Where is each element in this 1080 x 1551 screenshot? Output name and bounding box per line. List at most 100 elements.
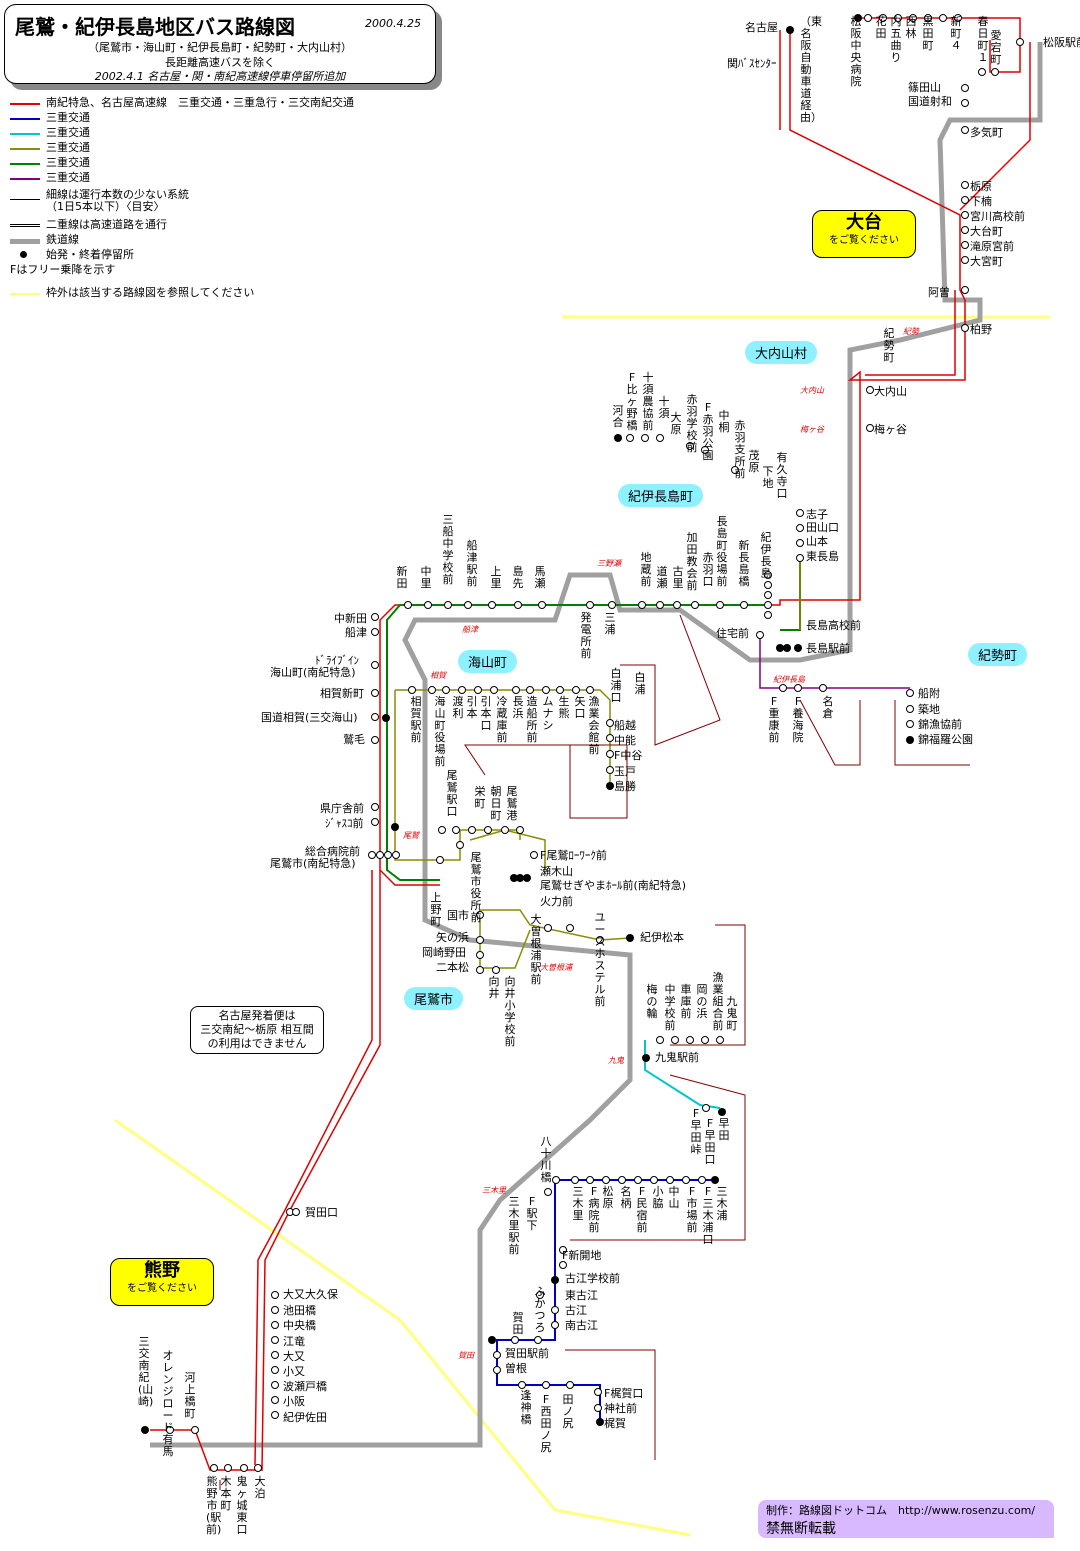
bus-stop-marker[interactable] [961,196,969,204]
bus-stop-marker[interactable] [408,686,416,694]
bus-stop-marker[interactable] [240,1464,248,1472]
bus-stop-marker[interactable] [544,924,552,932]
bus-stop-marker[interactable] [371,803,379,811]
bus-stop-marker[interactable] [961,226,969,234]
bus-stop-marker[interactable] [464,601,472,609]
bus-stop-marker[interactable] [542,686,550,694]
bus-stop-marker[interactable] [796,554,804,562]
bus-stop-marker[interactable] [796,509,804,517]
terminal-stop-marker[interactable] [606,782,614,790]
bus-stop-marker[interactable] [271,1336,279,1344]
bus-stop-marker[interactable] [552,1176,560,1184]
bus-stop-marker[interactable] [866,424,874,432]
bus-stop-marker[interactable] [764,591,772,599]
bus-stop-marker[interactable] [371,661,379,669]
bus-stop-marker[interactable] [701,1036,709,1044]
bus-stop-marker[interactable] [961,99,969,107]
bus-stop-marker[interactable] [961,256,969,264]
bus-stop-marker[interactable] [424,601,432,609]
terminal-stop-marker[interactable] [854,14,862,22]
terminal-stop-marker[interactable] [626,934,634,942]
bus-stop-marker[interactable] [608,601,616,609]
bus-stop-marker[interactable] [271,1366,279,1374]
bus-stop-marker[interactable] [368,851,376,859]
bus-stop-marker[interactable] [371,628,379,636]
bus-stop-marker[interactable] [606,750,614,758]
bus-stop-marker[interactable] [428,686,436,694]
bus-stop-marker[interactable] [271,1381,279,1389]
bus-stop-marker[interactable] [271,1396,279,1404]
terminal-stop-marker[interactable] [776,644,784,652]
bus-stop-marker[interactable] [493,1366,501,1374]
bus-stop-marker[interactable] [909,14,917,22]
bus-stop-marker[interactable] [371,689,379,697]
bus-stop-marker[interactable] [650,1176,658,1184]
bus-stop-marker[interactable] [376,851,384,859]
bus-stop-marker[interactable] [939,14,947,22]
bus-stop-marker[interactable] [606,766,614,774]
bus-stop-marker[interactable] [961,241,969,249]
bus-stop-marker[interactable] [586,601,594,609]
bus-stop-marker[interactable] [691,601,699,609]
bus-stop-marker[interactable] [634,1176,642,1184]
bus-stop-marker[interactable] [492,966,500,974]
bus-stop-marker[interactable] [656,601,664,609]
bus-stop-marker[interactable] [991,68,999,76]
bus-stop-marker[interactable] [764,581,772,589]
bus-stop-marker[interactable] [476,966,484,974]
bus-stop-marker[interactable] [586,1176,594,1184]
bus-stop-marker[interactable] [602,1176,610,1184]
bus-stop-marker[interactable] [544,1188,552,1196]
terminal-stop-marker[interactable] [141,1426,149,1434]
ref-odai[interactable]: 大台 をご覧ください [812,210,916,258]
bus-stop-marker[interactable] [458,686,466,694]
bus-stop-marker[interactable] [501,826,509,834]
bus-stop-marker[interactable] [796,539,804,547]
terminal-stop-marker[interactable] [596,1418,604,1426]
bus-stop-marker[interactable] [566,924,574,932]
bus-stop-marker[interactable] [254,1464,262,1472]
bus-stop-marker[interactable] [438,826,446,834]
terminal-stop-marker[interactable] [642,1054,650,1062]
bus-stop-marker[interactable] [444,601,452,609]
bus-stop-marker[interactable] [961,324,969,332]
bus-stop-marker[interactable] [493,1351,501,1359]
bus-stop-marker[interactable] [961,181,969,189]
bus-stop-marker[interactable] [512,686,520,694]
bus-stop-marker[interactable] [924,14,932,22]
terminal-stop-marker[interactable] [510,874,518,882]
bus-stop-marker[interactable] [961,211,969,219]
bus-stop-marker[interactable] [572,686,580,694]
bus-stop-marker[interactable] [961,126,969,134]
bus-stop-marker[interactable] [559,1246,567,1254]
bus-stop-marker[interactable] [1016,38,1024,46]
bus-stop-marker[interactable] [656,434,664,442]
bus-stop-marker[interactable] [879,14,887,22]
bus-stop-marker[interactable] [210,1464,218,1472]
bus-stop-marker[interactable] [271,1321,279,1329]
bus-stop-marker[interactable] [404,601,412,609]
terminal-stop-marker[interactable] [794,644,802,652]
bus-stop-marker[interactable] [682,1176,690,1184]
bus-stop-marker[interactable] [866,386,874,394]
bus-stop-marker[interactable] [954,14,962,22]
bus-stop-marker[interactable] [606,719,614,727]
bus-stop-marker[interactable] [716,1036,724,1044]
bus-stop-marker[interactable] [740,601,748,609]
bus-stop-marker[interactable] [594,1388,602,1396]
bus-stop-marker[interactable] [764,601,772,609]
terminal-stop-marker[interactable] [786,26,794,34]
bus-stop-marker[interactable] [796,524,804,532]
bus-stop-marker[interactable] [906,705,914,713]
bus-stop-marker[interactable] [371,736,379,744]
bus-stop-marker[interactable] [894,14,902,22]
bus-stop-marker[interactable] [476,936,484,944]
bus-stop-marker[interactable] [559,1261,567,1269]
bus-stop-marker[interactable] [779,684,787,692]
bus-stop-marker[interactable] [641,434,649,442]
bus-stop-marker[interactable] [666,1176,674,1184]
bus-stop-marker[interactable] [606,734,614,742]
bus-stop-marker[interactable] [371,818,379,826]
terminal-stop-marker[interactable] [783,644,791,652]
bus-stop-marker[interactable] [442,686,450,694]
